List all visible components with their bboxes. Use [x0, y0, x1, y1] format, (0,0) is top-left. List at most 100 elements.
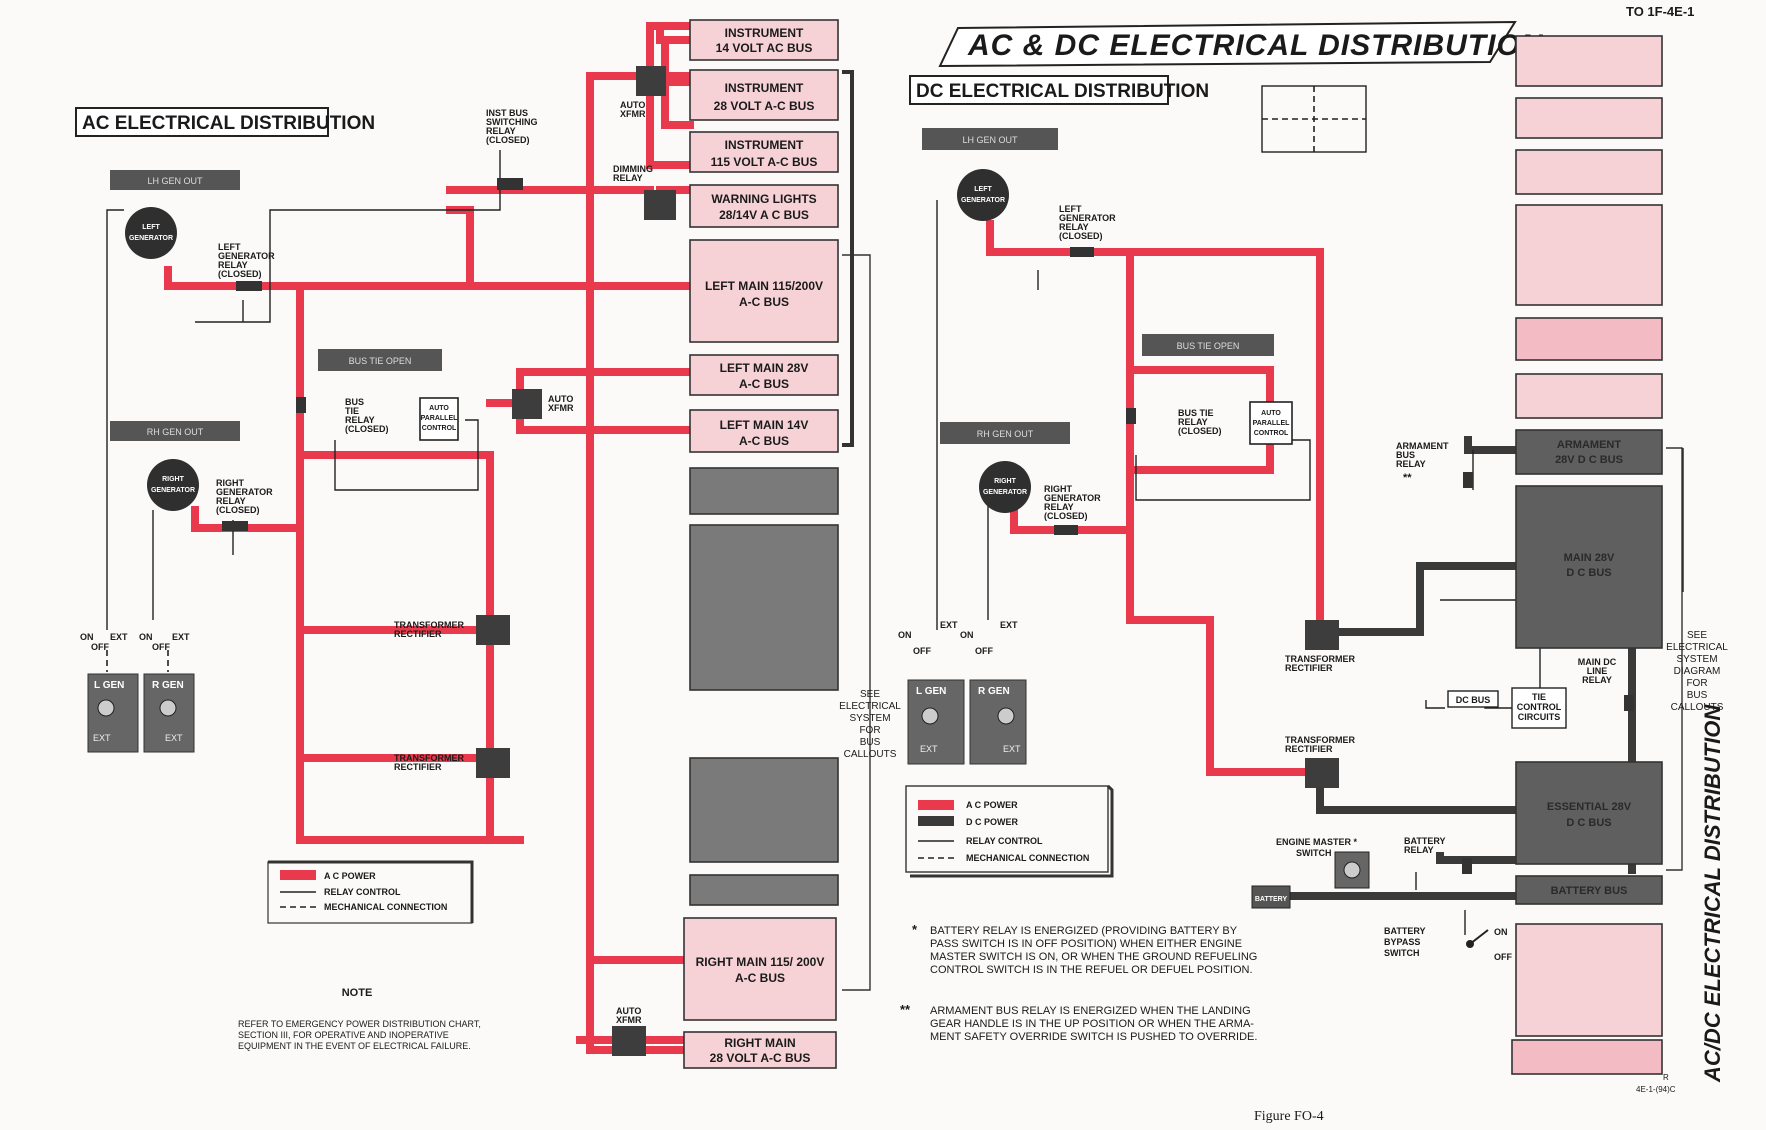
ac-bus-tie-open-banner: BUS TIE OPEN	[318, 349, 442, 371]
svg-text:(CLOSED): (CLOSED)	[1178, 426, 1222, 436]
ac-right-gen-relay: RIGHT GENERATOR RELAY (CLOSED)	[216, 478, 273, 531]
svg-text:XFMR: XFMR	[620, 109, 646, 119]
svg-text:AUTO: AUTO	[616, 1006, 641, 1016]
svg-text:RECTIFIER: RECTIFIER	[1285, 663, 1333, 673]
svg-text:GENERATOR: GENERATOR	[1044, 493, 1101, 503]
dc-gen-switch-panel: ON OFF EXT ON OFF EXT L GEN R GEN EXT EX…	[898, 620, 1027, 765]
svg-text:R GEN: R GEN	[152, 680, 184, 691]
svg-text:28V D C BUS: 28V D C BUS	[1555, 454, 1623, 466]
ac-bus-left-main-115: LEFT MAIN 115/200V A-C BUS	[689, 239, 839, 343]
ac-gen-switch-panel: ON OFF EXT ON OFF EXT L GEN R GEN EXT EX…	[80, 632, 195, 753]
dc-right-generator: RIGHT GENERATOR	[979, 461, 1031, 513]
svg-text:LEFT MAIN 14V: LEFT MAIN 14V	[720, 418, 809, 432]
ac-transformer-rectifier-1	[476, 615, 510, 645]
dc-power-lines	[1256, 436, 1636, 900]
dc-bus-essential-28v: ESSENTIAL 28V D C BUS	[1515, 761, 1663, 865]
svg-text:EXT: EXT	[1003, 744, 1021, 754]
svg-text:A-C BUS: A-C BUS	[735, 971, 785, 985]
svg-text:ON: ON	[139, 632, 153, 642]
dc-bus-armament-28v: ARMAMENT 28V D C BUS	[1515, 429, 1663, 475]
svg-text:TRANSFORMER: TRANSFORMER	[394, 620, 464, 630]
svg-text:ARMAMENT: ARMAMENT	[1557, 439, 1621, 451]
svg-text:RECTIFIER: RECTIFIER	[394, 629, 442, 639]
svg-text:INST BUS: INST BUS	[486, 108, 528, 118]
ac-auto-xfmr-bottom	[612, 1026, 646, 1056]
svg-text:RELAY: RELAY	[1178, 417, 1208, 427]
svg-text:D C BUS: D C BUS	[1566, 817, 1611, 829]
dc-bus-pink-7	[1515, 923, 1663, 1037]
svg-text:AUTO: AUTO	[548, 394, 573, 404]
dc-tie-control-circuits: TIE CONTROL CIRCUITS	[1511, 687, 1567, 729]
svg-text:MAIN 28V: MAIN 28V	[1564, 552, 1615, 564]
svg-text:TRANSFORMER: TRANSFORMER	[1285, 735, 1355, 745]
svg-text:BUS TIE: BUS TIE	[1178, 408, 1214, 418]
svg-text:EXT: EXT	[165, 733, 183, 743]
ac-bus-gray-4	[689, 874, 839, 906]
svg-text:RIGHT: RIGHT	[1044, 484, 1073, 494]
ac-title-box	[75, 107, 329, 137]
svg-text:RIGHT MAIN: RIGHT MAIN	[724, 1036, 795, 1050]
dc-battery-relay: BATTERY RELAY	[1404, 836, 1472, 874]
ac-bus-left-main-28: LEFT MAIN 28V A-C BUS	[689, 354, 839, 396]
svg-text:CALLOUTS: CALLOUTS	[1671, 702, 1724, 713]
svg-text:LEFT: LEFT	[142, 224, 160, 231]
svg-text:SWITCHING: SWITCHING	[486, 117, 538, 127]
svg-text:GENERATOR: GENERATOR	[151, 487, 195, 494]
ac-bracket-lines	[842, 254, 871, 991]
svg-text:**: **	[1403, 472, 1412, 484]
code-r: R	[1663, 1073, 1669, 1082]
svg-text:BUS: BUS	[345, 397, 364, 407]
svg-text:BATTERY RELAY IS ENERGIZED (PR: BATTERY RELAY IS ENERGIZED (PROVIDING BA…	[930, 925, 1238, 937]
svg-text:RELAY CONTROL: RELAY CONTROL	[966, 836, 1043, 846]
ac-auto-parallel-control: AUTO PARALLEL CONTROL	[419, 397, 459, 441]
svg-text:ELECTRICAL: ELECTRICAL	[839, 701, 901, 712]
ac-rh-gen-out-banner: RH GEN OUT	[110, 421, 240, 441]
svg-text:TIE: TIE	[1532, 692, 1546, 702]
dc-left-generator: LEFT GENERATOR	[957, 169, 1009, 221]
dc-lh-gen-out-banner: LH GEN OUT	[922, 128, 1058, 150]
svg-text:A C POWER: A C POWER	[324, 871, 376, 881]
figure-label: Figure FO-4	[1254, 1109, 1324, 1124]
svg-text:BUS: BUS	[860, 737, 881, 748]
ac-bus-warning-lights: WARNING LIGHTS 28/14V A C BUS	[689, 184, 839, 228]
svg-text:MAIN DC: MAIN DC	[1578, 657, 1617, 667]
ac-left-gen-relay: LEFT GENERATOR RELAY (CLOSED)	[218, 242, 275, 291]
svg-text:RELAY: RELAY	[1404, 845, 1434, 855]
ac-bus-right-main-115: RIGHT MAIN 115/ 200V A-C BUS	[683, 917, 837, 1021]
svg-text:RELAY: RELAY	[1396, 459, 1426, 469]
svg-text:OFF: OFF	[975, 646, 993, 656]
svg-text:CONTROL: CONTROL	[1254, 430, 1289, 437]
svg-text:AUTO: AUTO	[1261, 410, 1281, 417]
svg-text:PASS SWITCH IS IN OFF POSITION: PASS SWITCH IS IN OFF POSITION) WHEN EIT…	[930, 938, 1242, 950]
svg-text:D C BUS: D C BUS	[1566, 567, 1611, 579]
svg-text:SYSTEM: SYSTEM	[1676, 654, 1717, 665]
svg-text:TRANSFORMER: TRANSFORMER	[1285, 654, 1355, 664]
svg-text:MENT SAFETY OVERRIDE SWITCH IS: MENT SAFETY OVERRIDE SWITCH IS PUSHED TO…	[930, 1031, 1257, 1043]
dc-note-1: * BATTERY RELAY IS ENERGIZED (PROVIDING …	[912, 922, 1257, 976]
svg-text:ON: ON	[898, 630, 912, 640]
svg-text:GENERATOR: GENERATOR	[961, 197, 1005, 204]
ac-bus-gray-2	[689, 524, 839, 691]
svg-text:FOR: FOR	[859, 725, 880, 736]
svg-text:RELAY: RELAY	[1582, 675, 1612, 685]
dc-bus-pink-4	[1515, 204, 1663, 306]
svg-text:BATTERY: BATTERY	[1404, 836, 1446, 846]
dc-bus-pink-3	[1515, 149, 1663, 195]
svg-text:RELAY: RELAY	[486, 126, 516, 136]
svg-text:(CLOSED): (CLOSED)	[216, 505, 260, 515]
svg-text:EQUIPMENT IN THE EVENT OF ELEC: EQUIPMENT IN THE EVENT OF ELECTRICAL FAI…	[238, 1041, 471, 1051]
svg-text:14 VOLT AC BUS: 14 VOLT AC BUS	[716, 41, 813, 55]
dc-bus-pink-6	[1515, 373, 1663, 419]
svg-text:TRANSFORMER: TRANSFORMER	[394, 753, 464, 763]
svg-text:XFMR: XFMR	[548, 403, 574, 413]
dc-bus-tie-relay: BUS TIE RELAY (CLOSED)	[1126, 408, 1222, 436]
dc-battery: BATTERY	[1251, 885, 1291, 909]
svg-text:DIAGRAM: DIAGRAM	[1674, 666, 1721, 677]
svg-text:RELAY CONTROL: RELAY CONTROL	[324, 887, 401, 897]
svg-text:LEFT MAIN 28V: LEFT MAIN 28V	[720, 361, 809, 375]
svg-text:28 VOLT A-C BUS: 28 VOLT A-C BUS	[710, 1051, 811, 1065]
svg-text:BATTERY: BATTERY	[1255, 896, 1288, 903]
svg-text:RIGHT: RIGHT	[994, 478, 1017, 485]
svg-text:GENERATOR: GENERATOR	[1059, 213, 1116, 223]
svg-text:CONTROL SWITCH IS IN THE REFUE: CONTROL SWITCH IS IN THE REFUEL OR DEFUE…	[930, 964, 1253, 976]
